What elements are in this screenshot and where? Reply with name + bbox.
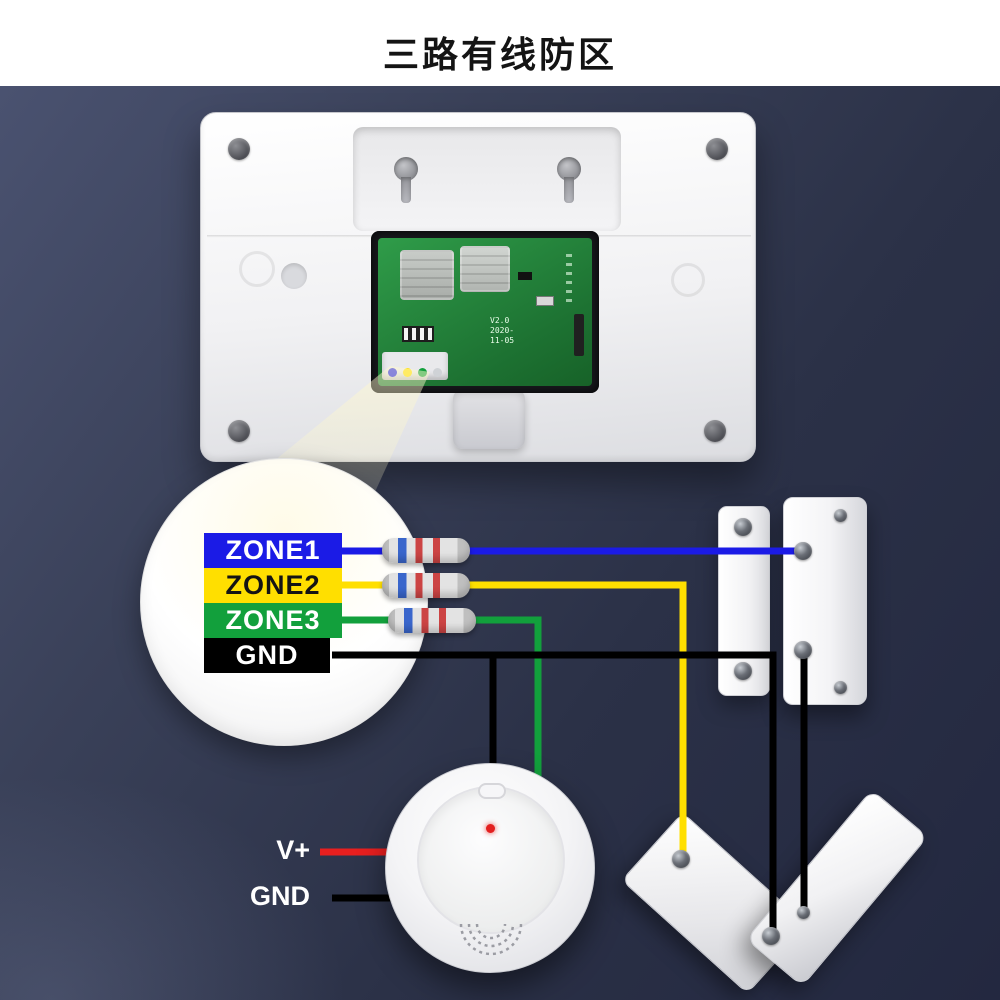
- pcb-window: V2.0 2020-11-05: [371, 231, 599, 393]
- keyhole-slot: [401, 177, 411, 203]
- gnd-label-bar: GND: [204, 638, 330, 673]
- wiring-terminal-block: [382, 352, 448, 380]
- panel-screw-bottom-right: [704, 420, 726, 442]
- sensor1-magnet-screw-top: [734, 518, 752, 536]
- pcb-date: 2020-11-05: [490, 326, 515, 345]
- resistor-zone3: [388, 608, 476, 633]
- smoke-detector: [385, 763, 595, 973]
- pcb-board: V2.0 2020-11-05: [378, 238, 592, 386]
- antenna-connector: [574, 314, 584, 356]
- dip-switch-block: [402, 326, 434, 342]
- terminal-dot-green: [418, 368, 427, 377]
- panel-screw-top-right: [706, 138, 728, 160]
- keyhole-slot-left: [394, 157, 418, 213]
- pcb-pin-row: [566, 254, 572, 306]
- zone3-label-bar: ZONE3: [204, 603, 342, 638]
- sensor2-terminal-screw-left: [672, 850, 690, 868]
- smoke-detector-button: [478, 783, 506, 799]
- resistor-zone2: [382, 573, 470, 598]
- round-cutout: [671, 263, 705, 297]
- sim-slot-1: [400, 250, 454, 300]
- sensor2-magnet-screw: [797, 906, 810, 919]
- pcb-component: [536, 296, 554, 306]
- sensor1-mount-screw-bottom: [834, 681, 847, 694]
- page-title: 三路有线防区: [382, 34, 617, 75]
- panel-screw-top-left: [228, 138, 250, 160]
- zone1-label-bar: ZONE1: [204, 533, 342, 568]
- zone2-label-bar: ZONE2: [204, 568, 342, 603]
- sensor1-mount-screw-top: [834, 509, 847, 522]
- terminal-dot-blue: [388, 368, 397, 377]
- sensor1-terminal-screw-top: [794, 542, 812, 560]
- smoke-detector-inner-ring: [417, 786, 565, 934]
- smoke-detector-grille: [459, 923, 523, 956]
- mounting-recess: [353, 127, 621, 231]
- sensor1-terminal-screw-bottom: [794, 641, 812, 659]
- smoke-detector-led: [486, 824, 495, 833]
- resistor-zone1: [382, 538, 470, 563]
- battery-cover-tab: [453, 389, 525, 449]
- panel-screw-bottom-left: [228, 420, 250, 442]
- hinge-circle-small: [281, 263, 307, 289]
- vplus-label: V+: [276, 835, 310, 865]
- pcb-version: V2.0: [490, 316, 510, 325]
- terminal-dot-white: [433, 368, 442, 377]
- alarm-panel-back: V2.0 2020-11-05: [200, 112, 756, 462]
- grille-arc: [467, 923, 515, 948]
- sensor1-magnet-screw-bottom: [734, 662, 752, 680]
- door-sensor-1-body: [783, 497, 867, 705]
- pcb-component: [518, 272, 532, 280]
- keyhole-slot-right: [557, 157, 581, 213]
- sensor2-terminal-screw-right: [762, 927, 780, 945]
- keyhole-slot: [564, 177, 574, 203]
- terminal-dot-yellow: [403, 368, 412, 377]
- grille-arc: [475, 923, 507, 940]
- hinge-circle-large: [239, 251, 275, 287]
- sim-slot-2: [460, 246, 510, 292]
- gnd-power-label: GND: [250, 881, 310, 911]
